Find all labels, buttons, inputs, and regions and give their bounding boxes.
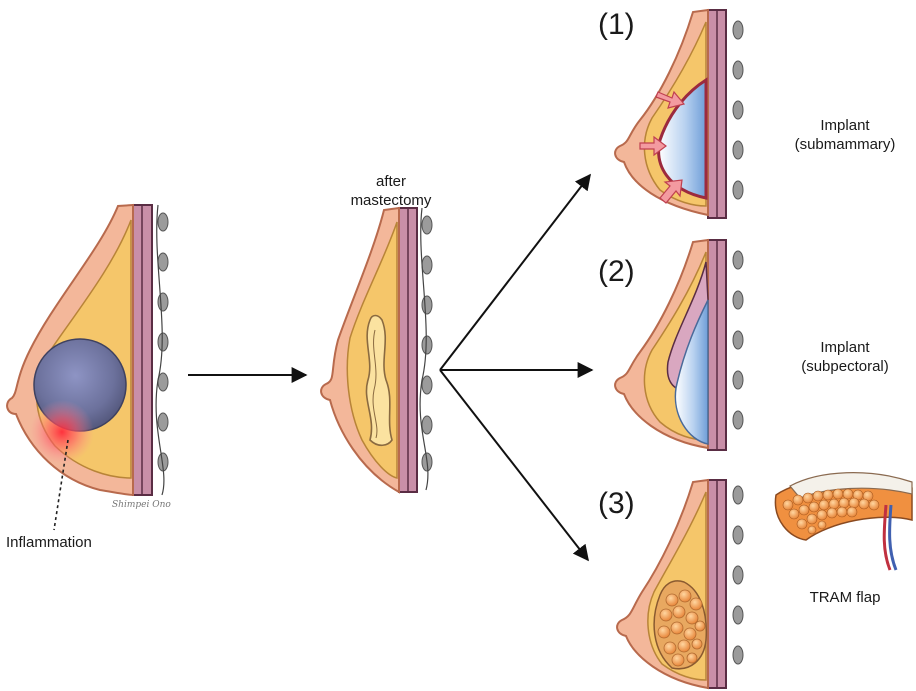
arrow-to-option-1	[440, 175, 590, 370]
breast-with-tumor	[7, 205, 168, 530]
implant-subpectoral-line1: Implant	[780, 338, 910, 357]
option-1-number: (1)	[598, 8, 635, 42]
implant-submammary-line2: (submammary)	[780, 135, 910, 154]
breast-tram-flap	[617, 480, 743, 688]
option-3-number: (3)	[598, 487, 635, 521]
implant-submammary-line1: Implant	[780, 116, 910, 135]
tram-flap-tissue	[775, 473, 912, 570]
tram-flap-label: TRAM flap	[790, 588, 900, 607]
breast-after-mastectomy	[321, 208, 432, 492]
arrow-to-option-3	[440, 370, 588, 560]
inflammation-area	[30, 400, 94, 464]
option-2-number: (2)	[598, 255, 635, 289]
after-mastectomy-label: after mastectomy	[336, 172, 446, 210]
implant-subpectoral-label: Implant (subpectoral)	[780, 338, 910, 376]
implant-submammary-label: Implant (submammary)	[780, 116, 910, 154]
implant-subpectoral-line2: (subpectoral)	[780, 357, 910, 376]
ribs	[158, 213, 168, 471]
artist-signature: Shimpei Ono	[112, 500, 171, 510]
inflammation-label: Inflammation	[6, 533, 116, 552]
